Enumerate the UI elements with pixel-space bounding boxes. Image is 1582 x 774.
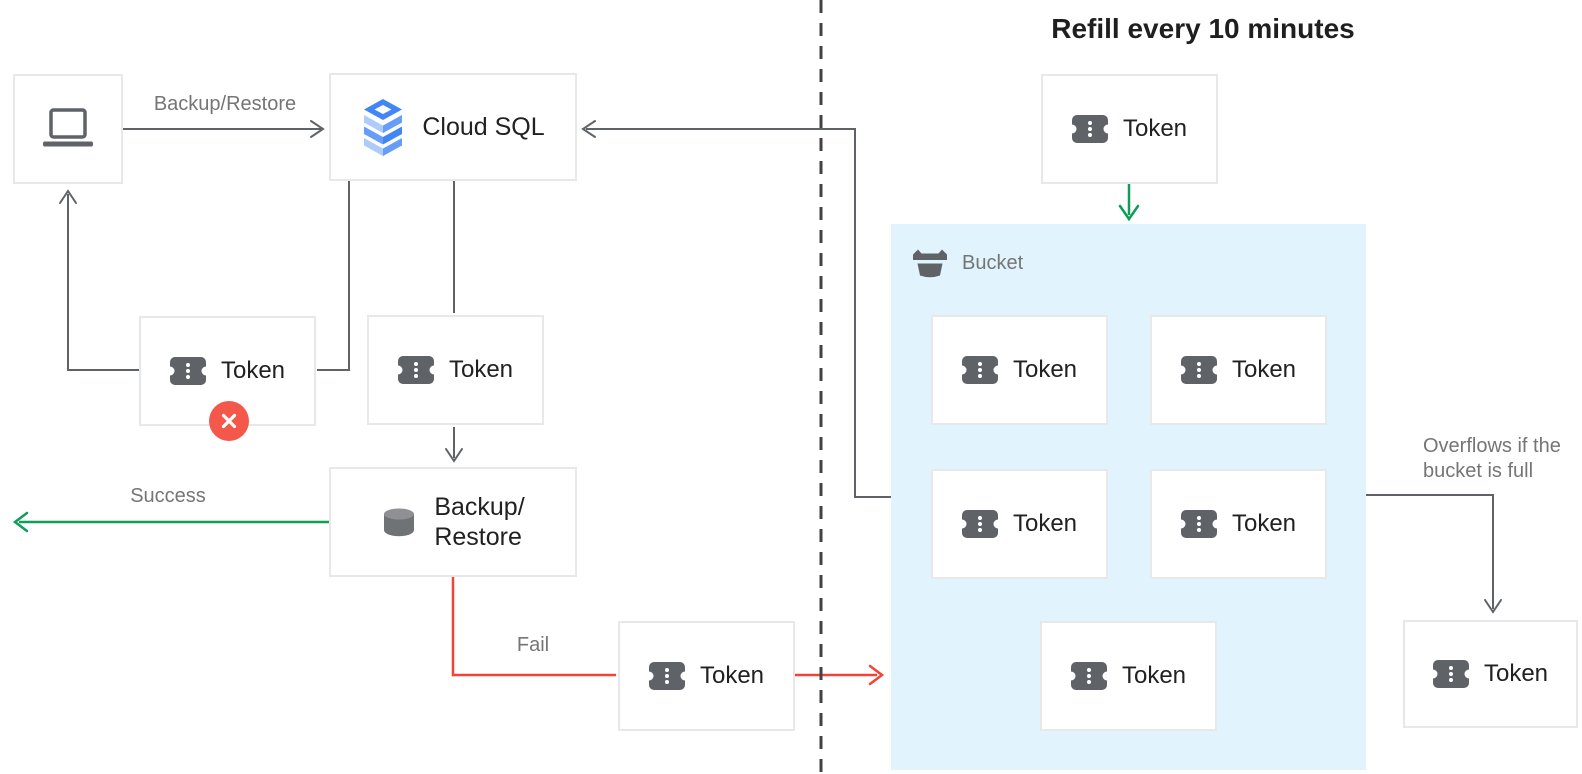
- refill-title: Refill every 10 minutes: [1051, 13, 1355, 44]
- client-box: [13, 74, 123, 184]
- backup-restore-box: Backup/ Restore: [329, 467, 577, 577]
- token-label: Token: [1231, 510, 1297, 537]
- line-cloudsql-to-rejected-token: [317, 181, 350, 371]
- bucket-label: Bucket: [962, 251, 1024, 274]
- backup-restore-label: Backup/ Restore: [434, 493, 525, 551]
- token-icon: [1072, 115, 1108, 143]
- success-label: Success: [130, 485, 206, 507]
- token-label: Token: [220, 357, 286, 384]
- fail-label: Fail: [516, 634, 550, 656]
- token-icon: [1181, 510, 1217, 538]
- arrowhead-down-icon: [445, 448, 463, 463]
- token-box-refill: Token: [1041, 74, 1218, 184]
- token-box-bucket-2: Token: [1150, 315, 1327, 425]
- arrowhead-down-icon: [1484, 599, 1502, 614]
- line-bucket-overflow: [1366, 494, 1494, 609]
- backup-restore-arrow-label: Backup/Restore: [153, 93, 297, 115]
- token-box-bucket-1: Token: [931, 315, 1108, 425]
- token-icon: [170, 357, 206, 385]
- arrowhead-up-icon: [59, 189, 77, 204]
- token-box-bucket-4: Token: [1150, 469, 1327, 579]
- token-label: Token: [1121, 662, 1187, 689]
- arrowhead-right-icon: [310, 120, 325, 138]
- error-badge: [209, 401, 249, 441]
- bucket-icon: [911, 248, 949, 278]
- arrowhead-left-icon: [581, 120, 596, 138]
- laptop-icon: [40, 107, 96, 151]
- token-box-bucket-3: Token: [931, 469, 1108, 579]
- arrowhead-right-icon: [868, 664, 885, 686]
- token-icon: [962, 510, 998, 538]
- error-x-icon: [220, 412, 238, 430]
- cloud-sql-label: Cloud SQL: [422, 112, 545, 141]
- token-icon: [1433, 660, 1469, 688]
- token-icon: [1071, 662, 1107, 690]
- line-fail: [451, 577, 616, 677]
- cloud-sql-box: Cloud SQL: [329, 73, 577, 181]
- arrowhead-down-icon: [1118, 204, 1140, 222]
- overflow-label: Overflows if the bucket is full: [1423, 435, 1561, 482]
- line-bucket-to-cloudsql: [586, 128, 891, 498]
- token-box-fail: Token: [618, 621, 795, 731]
- token-box-bucket-5: Token: [1040, 621, 1217, 731]
- cloud-sql-icon: [361, 98, 405, 156]
- token-label: Token: [1122, 115, 1188, 142]
- bucket-header: Bucket: [911, 248, 1023, 278]
- database-icon: [381, 507, 417, 537]
- token-label: Token: [1012, 356, 1078, 383]
- token-label: Token: [1483, 660, 1549, 687]
- token-box-overflow: Token: [1403, 620, 1578, 728]
- arrowhead-left-icon: [12, 511, 29, 533]
- token-box-rejected: Token: [139, 316, 316, 426]
- token-label: Token: [1231, 356, 1297, 383]
- token-icon: [1181, 356, 1217, 384]
- token-icon: [962, 356, 998, 384]
- token-label: Token: [1012, 510, 1078, 537]
- token-box-consumed: Token: [367, 315, 544, 425]
- token-label: Token: [699, 662, 765, 689]
- token-icon: [649, 662, 685, 690]
- token-label: Token: [448, 356, 514, 383]
- token-icon: [398, 356, 434, 384]
- line-rejected-token-to-laptop: [67, 194, 139, 371]
